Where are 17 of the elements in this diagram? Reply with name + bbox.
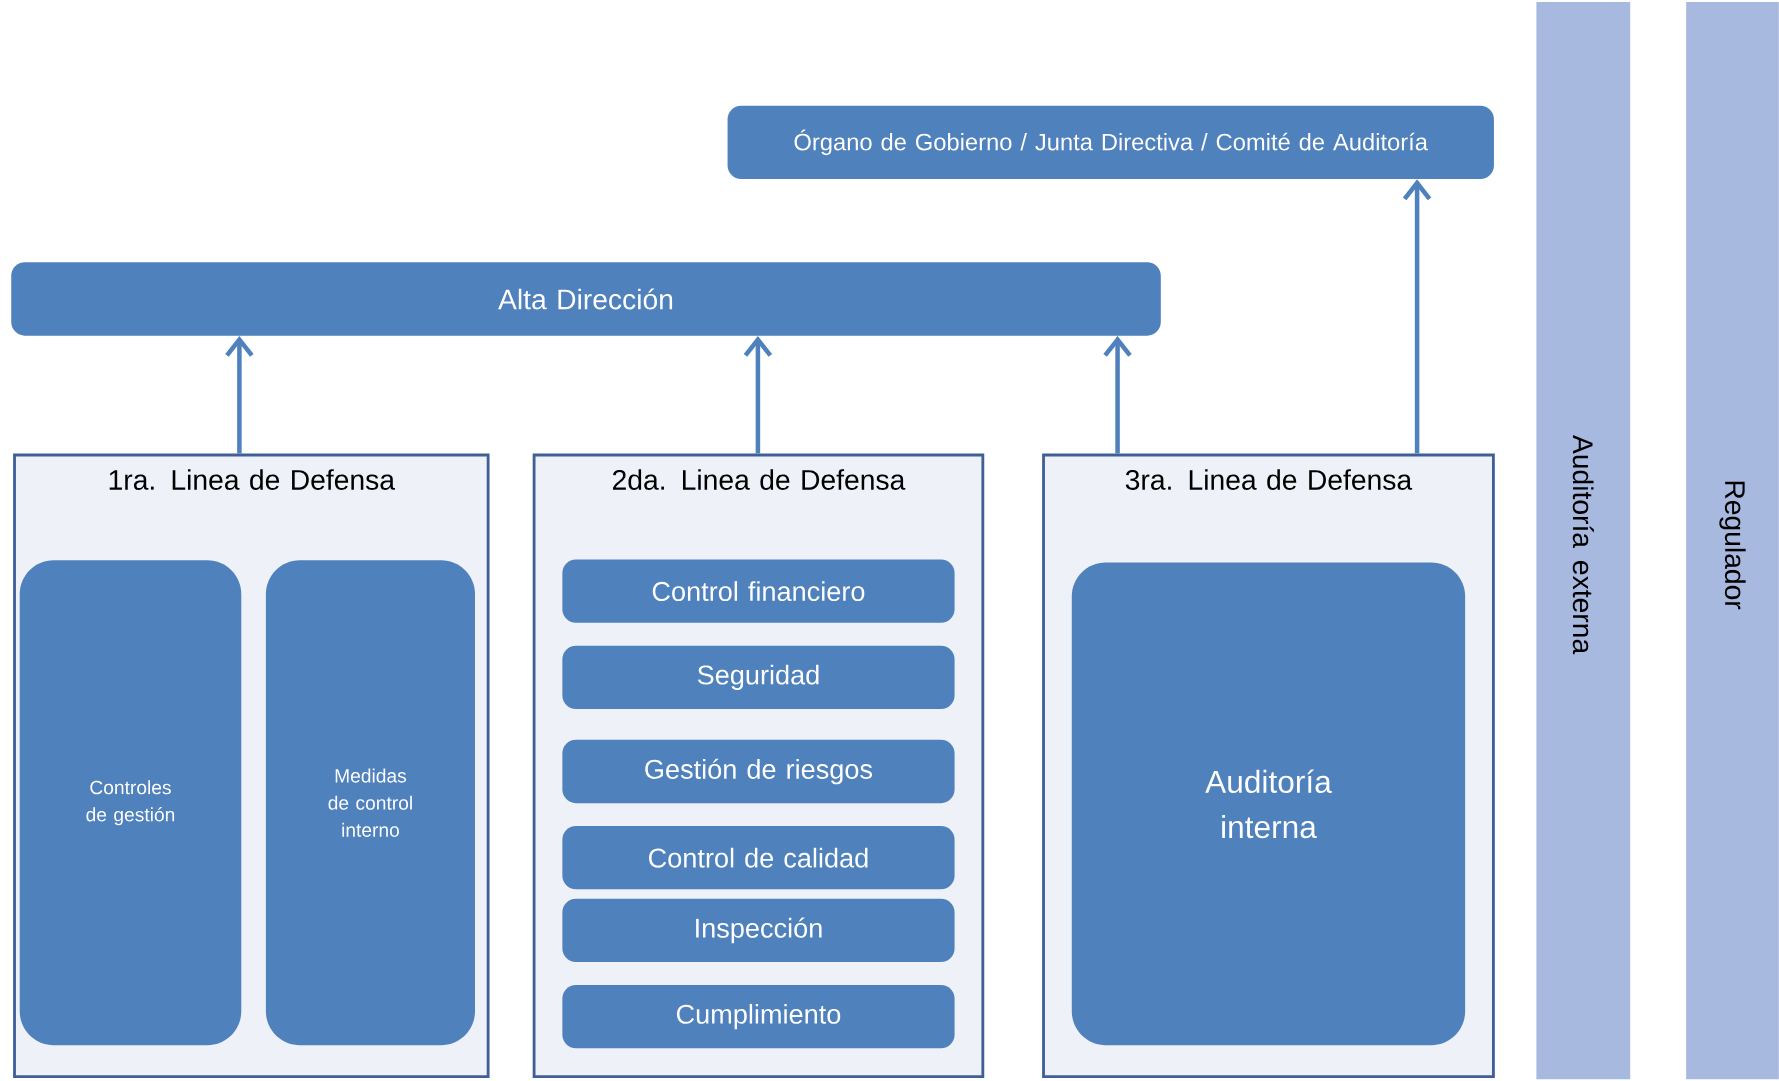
rounded-box: Controles de gestión: [19, 560, 242, 1046]
label-box: Seguridad: [562, 645, 955, 709]
label-box: Órgano de Gobierno / Junta Directiva / Comité de Auditoría: [727, 105, 1494, 179]
label-box: Alta Dirección: [11, 262, 1161, 336]
label-box: Control de calidad: [562, 825, 955, 890]
arrow: [1402, 179, 1432, 454]
label-box: Gestión de riesgos: [562, 739, 955, 804]
arrow: [225, 335, 254, 454]
arrow: [1103, 335, 1132, 454]
label-box: Control financiero: [562, 559, 955, 623]
rounded-box: Auditoría interna: [1071, 562, 1466, 1046]
side-band: Regulador: [1686, 1, 1779, 1080]
label-box: Cumplimiento: [562, 984, 955, 1049]
arrow: [743, 335, 773, 454]
label-box: Inspección: [562, 898, 955, 962]
rounded-box: Medidas de control interno: [265, 560, 475, 1046]
side-band: Auditoría externa: [1536, 1, 1631, 1080]
